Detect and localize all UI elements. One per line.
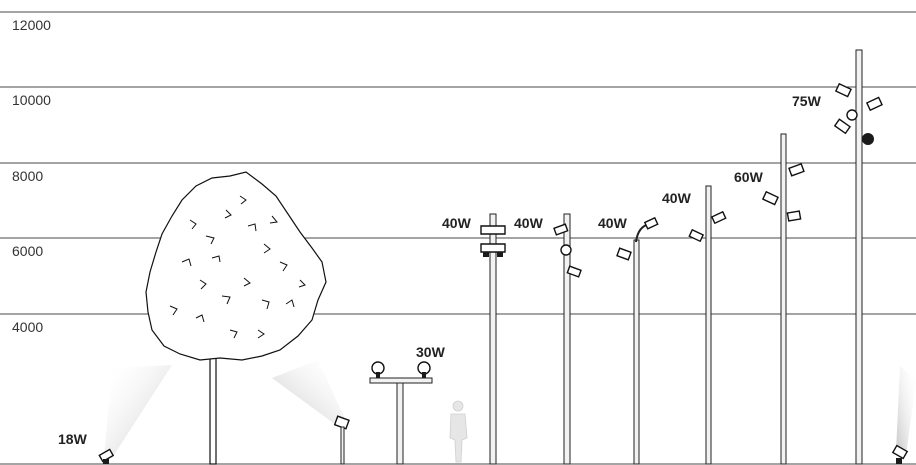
tree — [145, 171, 327, 465]
pole-40w-2 — [553, 213, 582, 465]
wattage-label-40w-4: 40W — [662, 190, 692, 206]
wattage-label-60w: 60W — [734, 169, 764, 185]
beam-ground-spot-left — [104, 365, 172, 458]
beam-ground-spot-tree — [272, 360, 346, 425]
wattage-label-75w: 75W — [792, 93, 822, 109]
person-silhouette — [449, 400, 468, 463]
tick-label-12000: 12000 — [12, 17, 51, 33]
pole-40w-4 — [688, 185, 727, 465]
ground-spot-left-fixture — [98, 448, 115, 464]
pole-40w-3 — [616, 216, 659, 465]
tick-label-6000: 6000 — [12, 243, 43, 259]
wattage-label-18w: 18W — [58, 431, 88, 447]
t-post-30w — [369, 361, 433, 465]
pole-60w — [761, 133, 805, 465]
beam-ground-spot-right — [896, 366, 916, 456]
wattage-label-40w-1: 40W — [442, 215, 472, 231]
tick-label-8000: 8000 — [12, 168, 43, 184]
wattage-label-40w-3: 40W — [598, 215, 628, 231]
wattage-label-40w-2: 40W — [514, 215, 544, 231]
tick-label-4000: 4000 — [12, 319, 43, 335]
ground-spot-right-fixture — [891, 444, 909, 464]
pole-75w — [833, 49, 883, 465]
wattage-label-30w: 30W — [416, 344, 446, 360]
pole-40w-1 — [480, 213, 506, 465]
ground-spot-tree-fixture — [333, 415, 350, 465]
tick-label-10000: 10000 — [12, 92, 51, 108]
